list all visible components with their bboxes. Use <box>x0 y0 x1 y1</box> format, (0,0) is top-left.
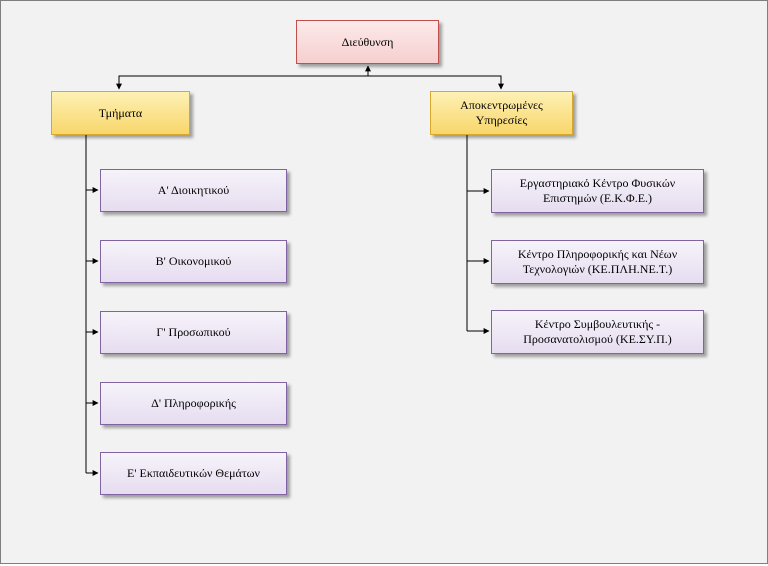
branch-node-departments-label: Τμήματα <box>98 105 143 120</box>
leaf-node-service-ekfe: Εργαστηριακό Κέντρο Φυσικών Επιστημών (Ε… <box>491 169 704 213</box>
leaf-node-label: Β' Οικονομικού <box>155 254 232 268</box>
root-node-label: Διεύθυνση <box>341 34 394 49</box>
leaf-node-dept-c: Γ' Προσωπικού <box>100 311 287 354</box>
leaf-node-label: Εργαστηριακό Κέντρο Φυσικών Επιστημών (Ε… <box>519 176 676 205</box>
leaf-node-dept-d: Δ' Πληροφορικής <box>100 382 287 425</box>
leaf-node-label: Κέντρο Συμβουλευτικής - Προσανατολισμού … <box>523 317 672 346</box>
leaf-node-dept-a: Α' Διοικητικού <box>100 169 287 212</box>
leaf-node-label: Α' Διοικητικού <box>157 183 230 197</box>
leaf-node-dept-e: Ε' Εκπαιδευτικών Θεμάτων <box>100 452 287 495</box>
branch-node-services: Αποκεντρωμένες Υπηρεσίες <box>430 91 573 135</box>
leaf-node-label: Κέντρο Πληροφορικής και Νέων Τεχνολογιών… <box>517 247 678 276</box>
branch-node-services-label: Αποκεντρωμένες Υπηρεσίες <box>460 98 543 127</box>
leaf-node-service-keplinet: Κέντρο Πληροφορικής και Νέων Τεχνολογιών… <box>491 240 704 284</box>
leaf-node-label: Γ' Προσωπικού <box>156 325 231 339</box>
root-node-directorate: Διεύθυνση <box>296 20 439 64</box>
connector-root-to-services <box>368 75 504 90</box>
leaf-node-service-kesyp: Κέντρο Συμβουλευτικής - Προσανατολισμού … <box>491 310 704 354</box>
branch-node-departments: Τμήματα <box>51 91 190 135</box>
connector-root-to-departments <box>116 75 368 90</box>
leaf-node-label: Δ' Πληροφορικής <box>151 396 236 410</box>
leaf-node-dept-b: Β' Οικονομικού <box>100 240 287 283</box>
leaf-node-label: Ε' Εκπαιδευτικών Θεμάτων <box>127 466 260 480</box>
